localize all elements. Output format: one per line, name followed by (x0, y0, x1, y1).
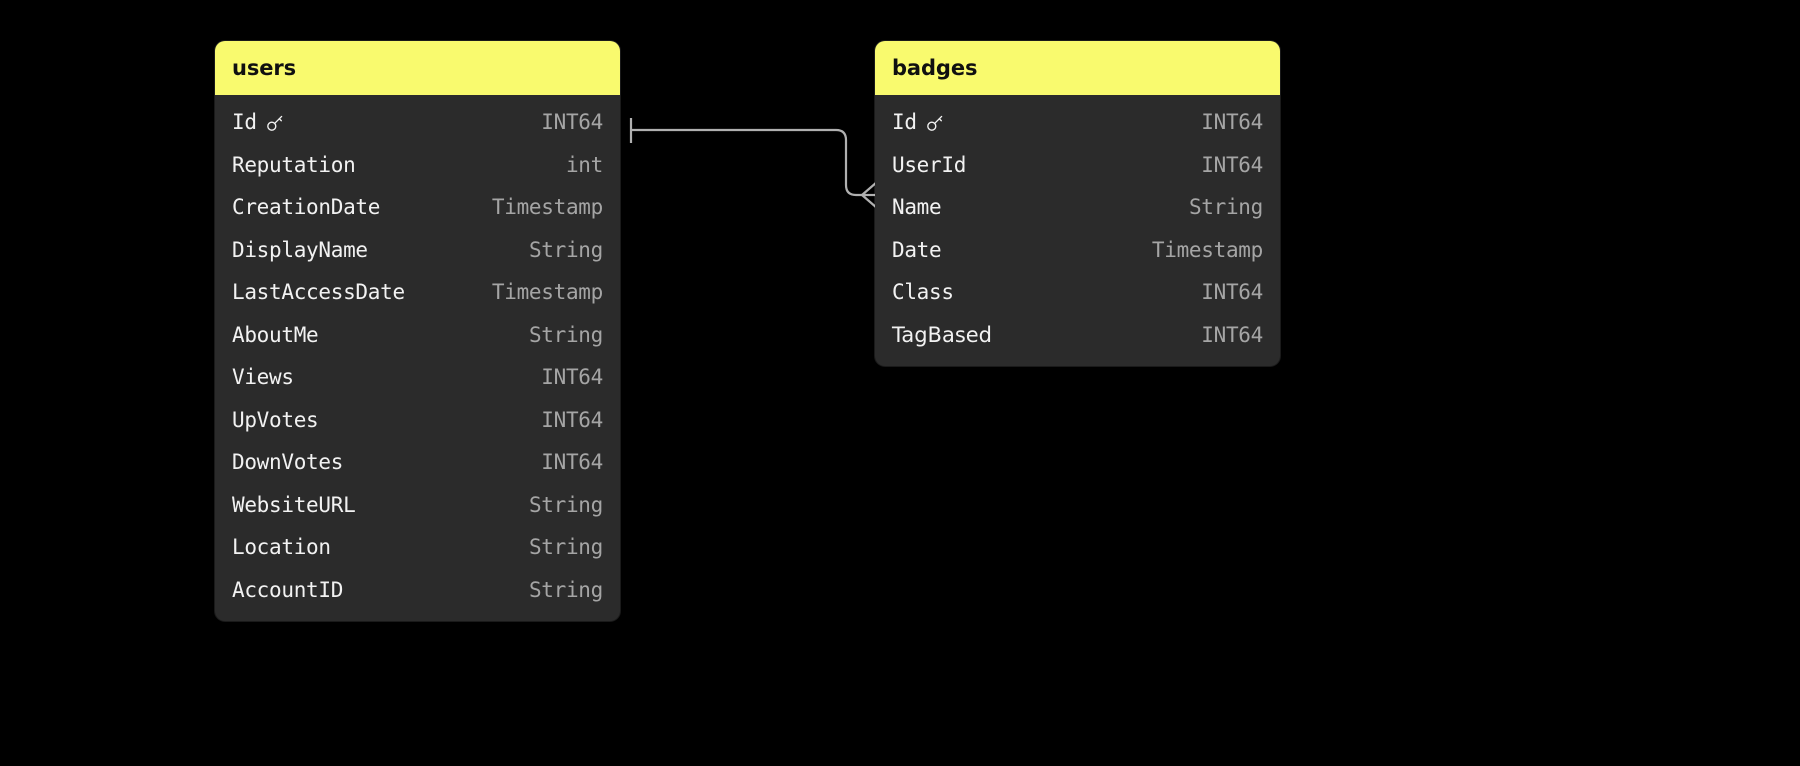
field-row[interactable]: LastAccessDate Timestamp (215, 271, 620, 314)
field-row[interactable]: Id INT64 (215, 101, 620, 144)
field-name-wrapper: Id (892, 110, 944, 134)
key-icon (265, 114, 284, 133)
field-row[interactable]: Id INT64 (875, 101, 1280, 144)
field-name-wrapper: Date (892, 237, 942, 262)
field-name-label: Class (892, 280, 954, 305)
field-type-label: String (528, 577, 603, 602)
field-name-label: UpVotes (232, 407, 319, 432)
field-name-label: WebsiteURL (232, 492, 356, 517)
field-name-wrapper: Name (892, 195, 942, 220)
field-name-wrapper: Location (232, 535, 331, 559)
field-type-label: String (528, 237, 603, 262)
field-name-label: Date (892, 237, 942, 262)
field-type-label: INT64 (1201, 110, 1263, 135)
field-name-wrapper: AccountID (232, 578, 343, 602)
field-name-label: Reputation (232, 152, 356, 177)
field-name-wrapper: UserId (892, 153, 966, 177)
field-name-wrapper: CreationDate (232, 195, 380, 219)
relationship-line-users-badges (631, 128, 866, 197)
field-name-label: LastAccessDate (232, 280, 405, 305)
field-name-label: TagBased (892, 322, 993, 347)
field-type-label: INT64 (1201, 322, 1263, 347)
field-row[interactable]: Date Timestamp (875, 229, 1280, 272)
field-row[interactable]: UpVotes INT64 (215, 399, 620, 442)
field-name-wrapper: WebsiteURL (232, 492, 356, 517)
field-row[interactable]: CreationDate Timestamp (215, 186, 620, 229)
field-type-label: INT64 (541, 110, 603, 135)
field-name-label: Location (232, 535, 331, 560)
field-row[interactable]: AccountID String (215, 569, 620, 612)
field-name-label: DownVotes (232, 450, 344, 475)
field-name-label: CreationDate (232, 195, 381, 220)
field-name-wrapper: Views (232, 365, 294, 389)
field-type-label: String (528, 492, 603, 517)
field-type-label: String (528, 322, 603, 347)
entity-title-badges[interactable]: badges (875, 41, 1280, 95)
field-row[interactable]: Location String (215, 526, 620, 569)
field-row[interactable]: Class INT64 (875, 271, 1280, 314)
field-type-label: INT64 (1201, 152, 1263, 177)
field-type-label: INT64 (541, 365, 603, 390)
field-row[interactable]: DownVotes INT64 (215, 441, 620, 484)
field-name-wrapper: TagBased (892, 323, 992, 347)
field-name-label: DisplayName (232, 237, 368, 262)
field-name-wrapper: Reputation (232, 152, 356, 177)
field-row[interactable]: Reputation int (215, 144, 620, 187)
field-type-label: INT64 (541, 450, 603, 475)
field-row[interactable]: UserId INT64 (875, 144, 1280, 187)
field-name-wrapper: UpVotes (232, 407, 319, 432)
field-row[interactable]: WebsiteURL String (215, 484, 620, 527)
field-row[interactable]: AboutMe String (215, 314, 620, 357)
field-row[interactable]: TagBased INT64 (875, 314, 1280, 357)
field-name-label: AboutMe (232, 322, 319, 347)
field-name-label: Id (892, 110, 917, 135)
field-row[interactable]: Name String (875, 186, 1280, 229)
field-name-wrapper: Id (232, 110, 284, 134)
field-name-wrapper: Class (892, 280, 954, 304)
field-type-label: INT64 (1201, 280, 1263, 305)
field-row[interactable]: DisplayName String (215, 229, 620, 272)
field-type-label: Timestamp (1151, 237, 1263, 262)
field-type-label: INT64 (541, 407, 603, 432)
field-name-label: UserId (892, 152, 967, 177)
field-name-label: Views (232, 365, 294, 390)
field-row[interactable]: Views INT64 (215, 356, 620, 399)
field-type-label: Timestamp (491, 195, 603, 220)
field-type-label: Timestamp (491, 280, 603, 305)
key-icon (925, 114, 944, 133)
field-name-wrapper: DisplayName (232, 238, 368, 262)
entity-title-users[interactable]: users (215, 41, 620, 95)
field-name-wrapper: AboutMe (232, 322, 319, 347)
field-name-label: AccountID (232, 577, 344, 602)
field-name-label: Id (232, 110, 257, 135)
field-name-wrapper: LastAccessDate (232, 280, 405, 304)
field-name-label: Name (892, 195, 942, 220)
field-name-wrapper: DownVotes (232, 450, 343, 474)
field-type-label: String (528, 535, 603, 560)
field-type-label: String (1188, 195, 1263, 220)
field-type-label: int (565, 152, 603, 177)
